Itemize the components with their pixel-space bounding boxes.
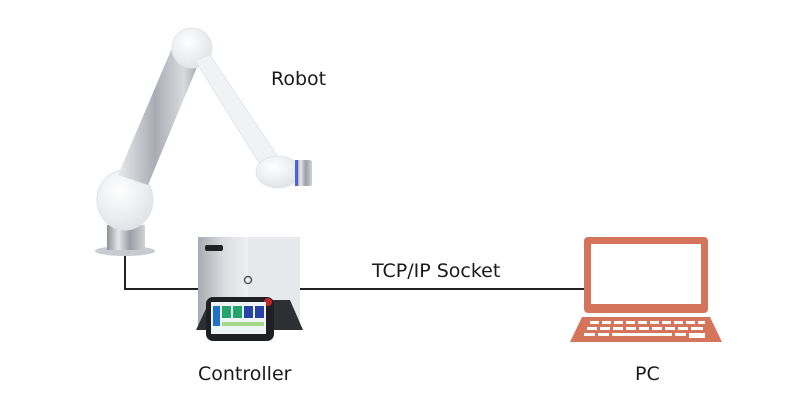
controller-label: Controller bbox=[198, 363, 292, 385]
laptop-icon bbox=[570, 237, 722, 342]
controller-cabinet-icon bbox=[196, 237, 303, 341]
robot-label: Robot bbox=[271, 68, 327, 90]
robot-arm-icon bbox=[95, 27, 312, 256]
tcp-ip-socket-label: TCP/IP Socket bbox=[372, 260, 501, 282]
pc-label: PC bbox=[635, 363, 660, 385]
robot-controller-cable bbox=[124, 256, 200, 290]
